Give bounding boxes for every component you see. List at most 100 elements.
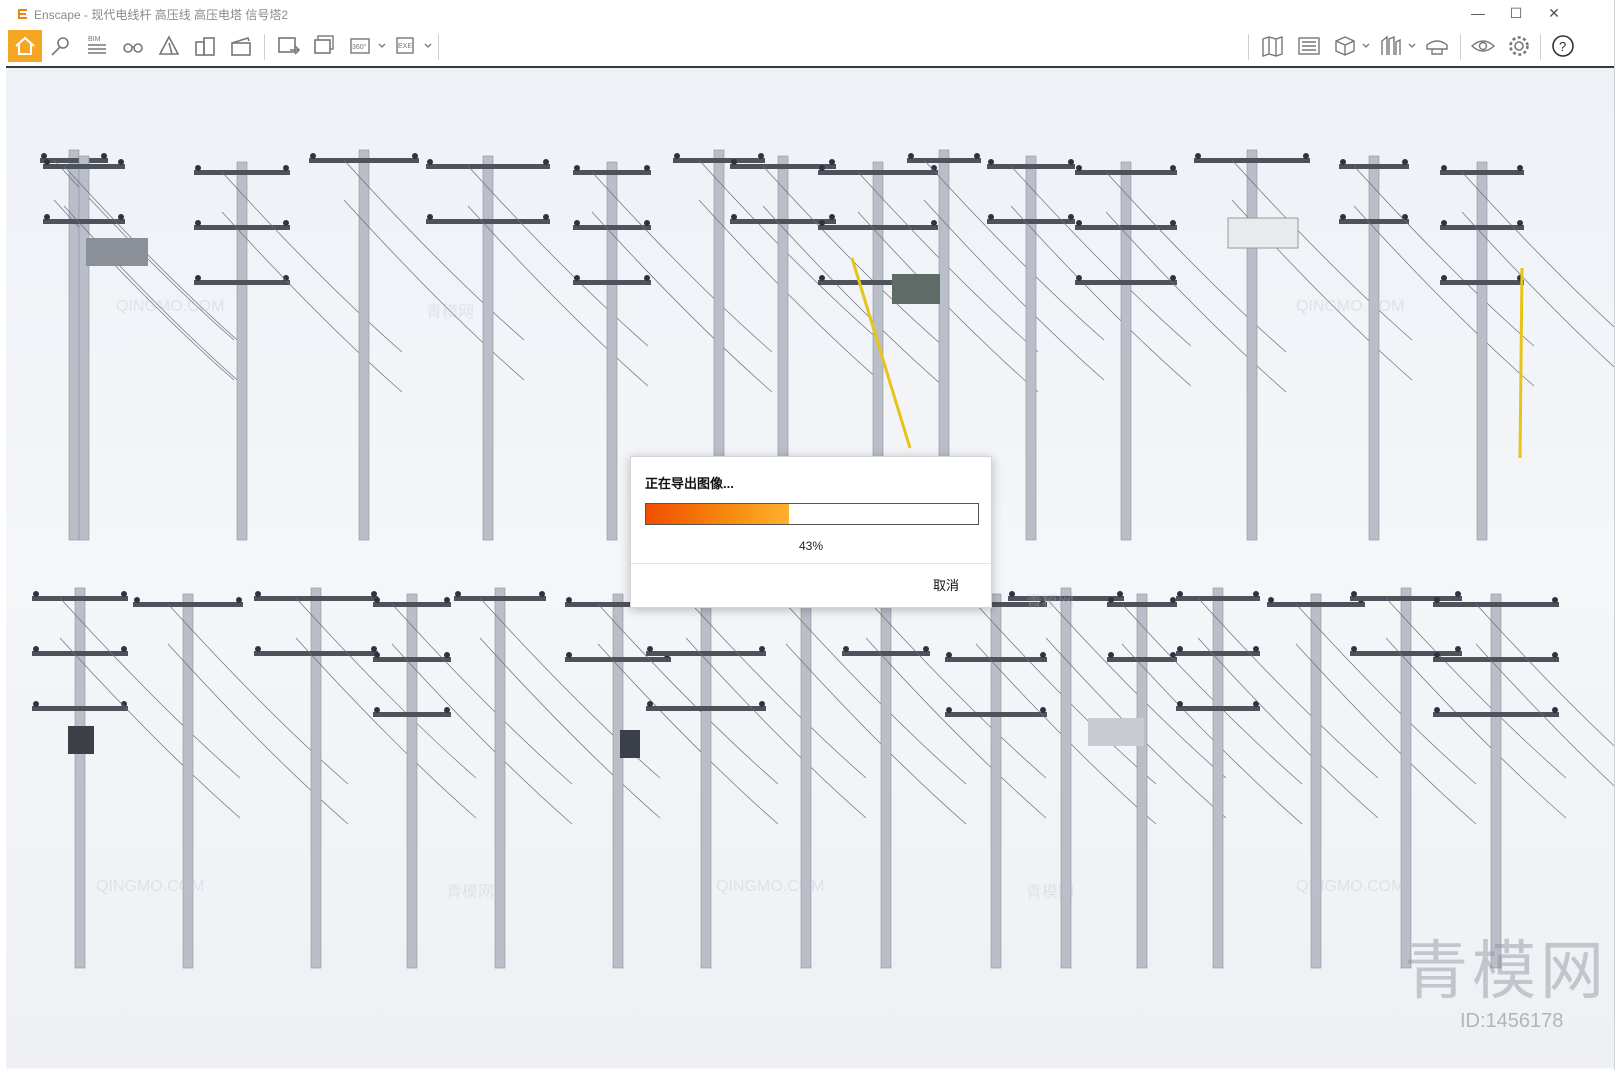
power-line [1197, 637, 1379, 819]
crossarm [1075, 170, 1177, 175]
crossarm [43, 164, 125, 169]
view-cube-button[interactable] [1328, 30, 1362, 62]
insulator [1040, 652, 1046, 658]
power-line [1105, 211, 1287, 393]
pole [236, 161, 248, 541]
pole [358, 149, 370, 541]
insulator [1340, 214, 1346, 220]
map-button[interactable] [1256, 30, 1290, 62]
power-line [685, 637, 867, 819]
pole [800, 593, 812, 969]
crossarm [1350, 651, 1462, 656]
insulator [195, 165, 201, 171]
views-button[interactable] [44, 30, 78, 62]
atmosphere-button[interactable] [152, 30, 186, 62]
pole [612, 593, 624, 969]
watermark-tile: QINGMO.COM [716, 878, 825, 895]
crossarm [1339, 219, 1409, 224]
insulator [1076, 220, 1082, 226]
pole [78, 155, 90, 541]
panorama-button[interactable]: 360° [344, 30, 378, 62]
site-context-button[interactable] [1292, 30, 1326, 62]
eye-icon [1470, 40, 1496, 52]
batch-render-button[interactable] [308, 30, 342, 62]
crossarm [573, 280, 651, 285]
insulator [731, 159, 737, 165]
power-line [698, 159, 880, 341]
maximize-button[interactable]: ☐ [1509, 5, 1523, 21]
insulator [674, 153, 680, 159]
insulator [1552, 597, 1558, 603]
settings-button[interactable] [1502, 30, 1536, 62]
power-line [479, 597, 661, 779]
asset-library-dropdown-icon[interactable] [1408, 42, 1416, 50]
power-line [685, 597, 867, 779]
visual-settings-button[interactable] [1466, 30, 1500, 62]
crossarm [194, 280, 290, 285]
crossarm [254, 596, 378, 601]
bim-button[interactable]: BIM [80, 30, 114, 62]
pole [310, 587, 322, 969]
minimize-button[interactable]: — [1471, 5, 1485, 21]
power-line [597, 643, 779, 825]
transformer [68, 726, 94, 754]
asset-library-button[interactable] [1374, 30, 1408, 62]
window-title: Enscape - 现代电线杆 高压线 高压电塔 信号塔2 [34, 8, 289, 22]
guy-wire [1518, 267, 1524, 459]
insulator [1402, 214, 1408, 220]
power-line [1010, 205, 1192, 387]
pole [990, 593, 1002, 969]
export-exe-button[interactable]: EXE [390, 30, 424, 62]
insulator [412, 153, 418, 159]
toolbar: BIM 360° [6, 26, 1614, 85]
crossarm [730, 219, 836, 224]
insulator [543, 214, 549, 220]
cancel-button[interactable]: 取消 [932, 578, 959, 593]
render-image-button[interactable] [272, 30, 306, 62]
crossarm [194, 170, 290, 175]
insulator [374, 652, 380, 658]
insulator [1455, 646, 1461, 652]
insulator [759, 646, 765, 652]
crossarm [842, 651, 930, 656]
crossarm [1433, 602, 1559, 607]
power-line [63, 165, 245, 347]
objects-button[interactable] [188, 30, 222, 62]
crossarm [32, 706, 128, 711]
crossarm [818, 225, 938, 230]
insulator [644, 220, 650, 226]
crossarm [945, 602, 1047, 607]
insulator [988, 214, 994, 220]
insulator [758, 153, 764, 159]
crossarm [818, 170, 938, 175]
insulator [118, 159, 124, 165]
vr-headset-button[interactable] [1420, 30, 1454, 62]
insulator [1009, 591, 1015, 597]
pole [1136, 593, 1148, 969]
watermark-id: ID:1456178 [1460, 1010, 1564, 1032]
home-button[interactable] [8, 30, 42, 62]
crossarm [673, 158, 765, 163]
insulator [1068, 214, 1074, 220]
pole [406, 593, 418, 969]
crossarm [1440, 170, 1524, 175]
power-line [591, 211, 773, 393]
insulator [946, 707, 952, 713]
video-editor-button[interactable] [224, 30, 258, 62]
insulator [819, 220, 825, 226]
power-line [1461, 171, 1614, 328]
export-dropdown-icon[interactable] [424, 42, 432, 50]
insulator [1177, 701, 1183, 707]
power-line [1385, 637, 1567, 819]
power-line [391, 643, 573, 825]
walk-mode-button[interactable] [116, 30, 150, 62]
view-cube-dropdown-icon[interactable] [1362, 42, 1370, 50]
insulator [908, 153, 914, 159]
panorama-dropdown-icon[interactable] [378, 42, 386, 50]
close-button[interactable]: ✕ [1548, 5, 1560, 21]
crossarm [373, 602, 451, 607]
power-line [53, 159, 235, 341]
insulator [374, 597, 380, 603]
insulator [1108, 597, 1114, 603]
help-button[interactable]: ? [1546, 30, 1580, 62]
